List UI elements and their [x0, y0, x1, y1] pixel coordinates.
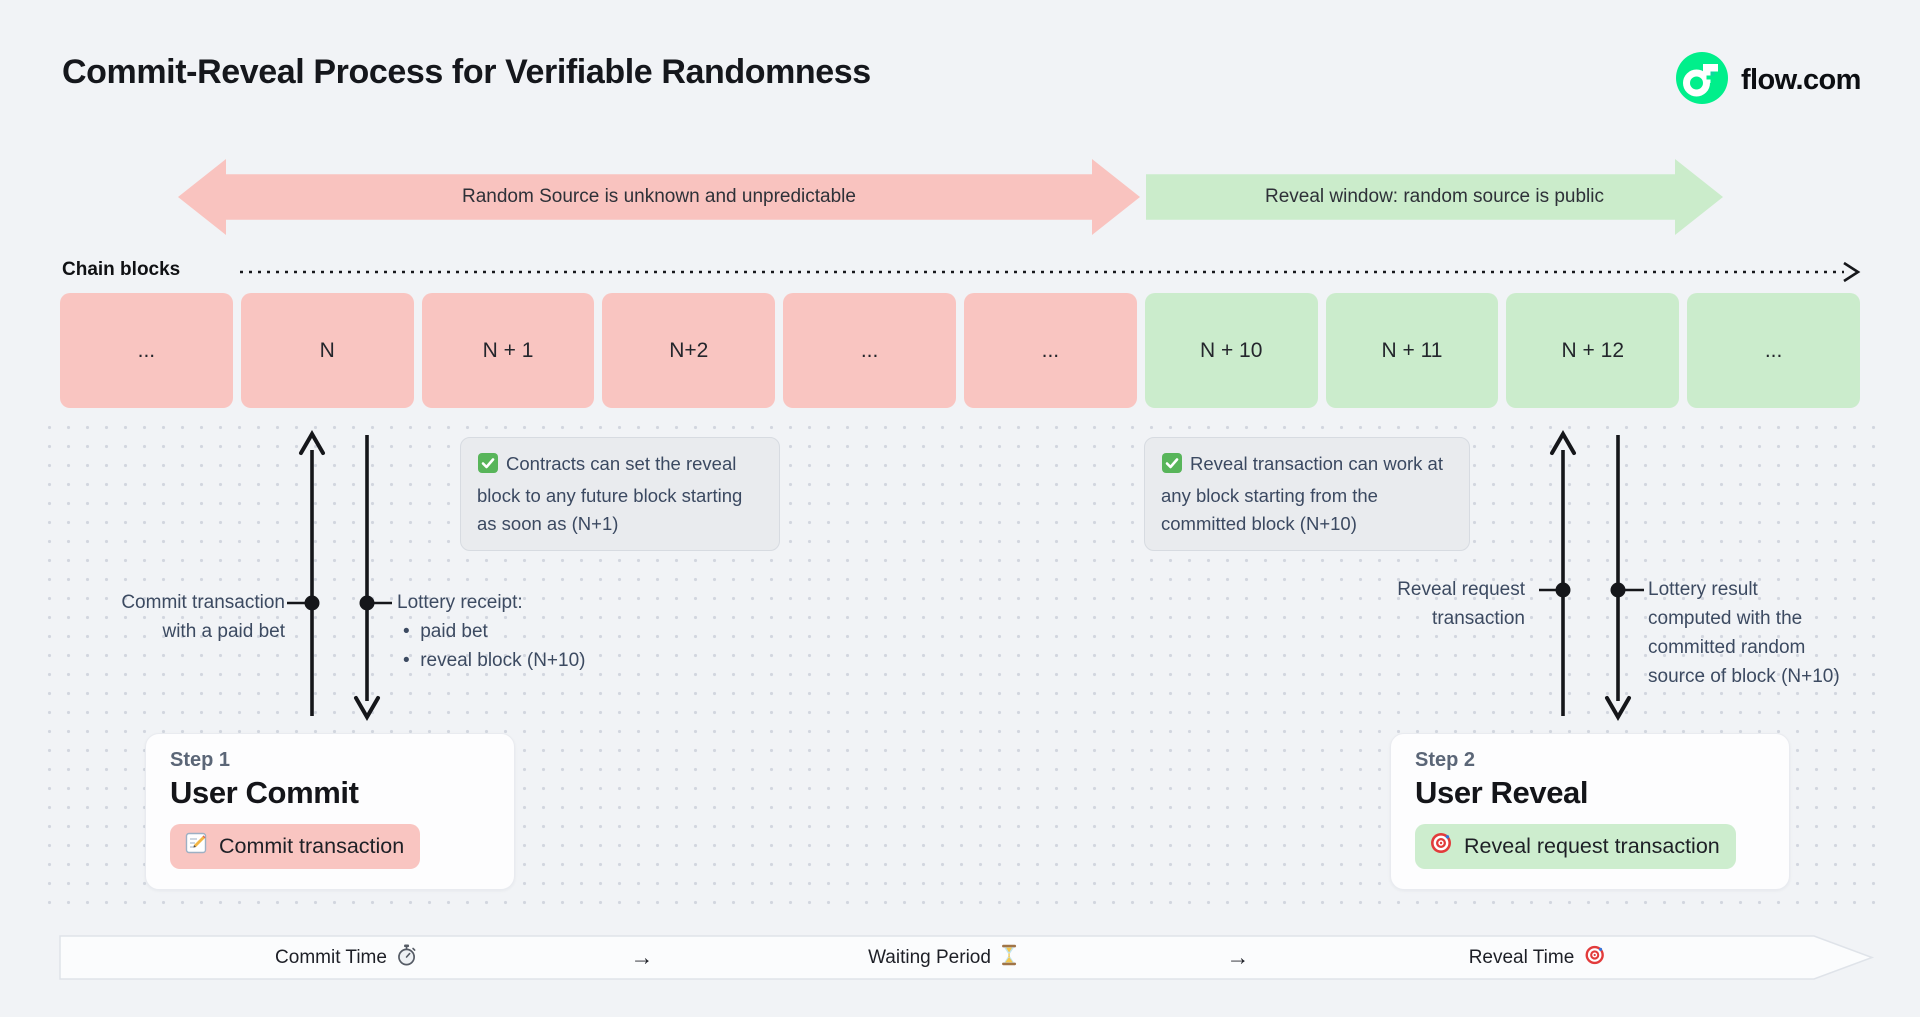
arrow-glyph: →: [1226, 944, 1250, 970]
chain-block-label: N + 11: [1381, 338, 1443, 362]
chain-block: N: [240, 293, 414, 408]
chain-block-label: ...: [1041, 338, 1060, 362]
chain-block-label: N+2: [669, 338, 709, 362]
annotation-line: committed random: [1648, 637, 1806, 658]
chain-blocks-row: ... N N + 1 N+2 ... ... N + 10 N + 11 N …: [60, 293, 1860, 408]
annotation-bullet: paid bet: [397, 617, 586, 646]
chain-block-label: N: [319, 338, 335, 362]
reveal-request-badge: Reveal request transaction: [1415, 824, 1736, 869]
annotation-bullet: reveal block (N+10): [397, 646, 586, 675]
annotation-lottery-receipt: Lottery receipt: paid bet reveal block (…: [397, 588, 586, 675]
note-text: Reveal transaction can work at any block…: [1161, 453, 1443, 534]
reveal-up-arrowhead-icon: [1550, 430, 1576, 455]
chain-block: N + 12: [1506, 293, 1680, 408]
phase-arrow-reveal-label: Reveal window: random source is public: [1265, 186, 1604, 207]
note-card-reveal: Reveal transaction can work at any block…: [1144, 437, 1470, 551]
chain-block-label: N + 1: [482, 338, 534, 362]
page-title: Commit-Reveal Process for Verifiable Ran…: [62, 53, 871, 91]
timeline-bar: [59, 935, 1875, 980]
chain-block: ...: [964, 293, 1137, 408]
flow-brand-link[interactable]: flow.com: [1676, 52, 1861, 109]
timeline-arrow-separator: →: [631, 944, 654, 971]
stopwatch-icon: [396, 944, 417, 972]
timeline-label: Waiting Period: [868, 947, 991, 968]
step-card-user-commit: Step 1 User Commit Commit transaction: [145, 733, 515, 890]
chain-block: ...: [783, 293, 956, 408]
timeline-label: Commit Time: [275, 947, 387, 968]
chain-block: ...: [60, 293, 233, 408]
annotation-lottery-result: Lottery result computed with the committ…: [1648, 575, 1910, 691]
step-label: Step 2: [1415, 749, 1476, 771]
step-title: User Reveal: [1415, 775, 1589, 810]
phase-arrow-commit-label: Random Source is unknown and unpredictab…: [462, 186, 856, 207]
receipt-connector-dot: [359, 595, 375, 611]
check-icon: [1161, 452, 1183, 482]
chain-block: N+2: [602, 293, 776, 408]
receipt-down-arrowhead-icon: [354, 696, 380, 721]
commit-transaction-badge: Commit transaction: [170, 824, 421, 869]
annotation-reveal-request: Reveal request transaction: [1313, 575, 1525, 633]
chain-block-label: ...: [1764, 338, 1783, 362]
annotation-bullet-text: paid bet: [420, 621, 488, 642]
result-down-arrowhead-icon: [1605, 696, 1631, 721]
chain-block-label: ...: [860, 338, 879, 362]
step-card-user-reveal: Step 2 User Reveal Reveal request transa…: [1390, 733, 1790, 890]
step-title: User Commit: [170, 775, 359, 810]
commit-up-arrowhead-icon: [299, 430, 325, 455]
step-badge-label: Commit transaction: [219, 833, 405, 858]
chain-block: ...: [1687, 293, 1860, 408]
annotation-commit-transaction: Commit transaction with a paid bet: [80, 588, 285, 646]
hourglass-icon: [1000, 944, 1018, 972]
timeline-item-reveal-time: Reveal Time: [1469, 944, 1606, 972]
check-icon: [477, 452, 499, 482]
result-connector-dot: [1610, 582, 1626, 598]
chain-blocks-label: Chain blocks: [62, 259, 181, 280]
annotation-line: source of block (N+10): [1648, 666, 1840, 687]
reveal-connector-dot: [1555, 582, 1571, 598]
brand-name: flow.com: [1741, 64, 1861, 96]
target-icon: [1583, 944, 1605, 972]
chain-axis-arrowhead-icon: [1843, 261, 1861, 283]
step-badge-label: Reveal request transaction: [1464, 833, 1720, 858]
timeline-arrow-separator: →: [1227, 944, 1250, 971]
note-text: Contracts can set the reveal block to an…: [477, 453, 743, 534]
timeline-item-commit-time: Commit Time: [275, 944, 417, 972]
chain-block-label: ...: [137, 338, 156, 362]
annotation-line: Reveal request: [1397, 579, 1525, 600]
chain-block-label: N + 12: [1561, 338, 1625, 362]
arrow-glyph: →: [630, 944, 654, 970]
chain-block: N + 1: [421, 293, 595, 408]
chain-block: N + 10: [1144, 293, 1318, 408]
annotation-title: Lottery receipt:: [397, 592, 523, 613]
annotation-line: Lottery result: [1648, 579, 1758, 600]
commit-connector-dot: [304, 595, 320, 611]
chain-block: N + 11: [1325, 293, 1499, 408]
annotation-line: Commit transaction: [121, 592, 285, 613]
memo-icon: [184, 831, 208, 861]
annotation-bullet-text: reveal block (N+10): [420, 650, 586, 671]
step-label: Step 1: [170, 749, 231, 771]
annotation-line: with a paid bet: [162, 621, 285, 642]
timeline-label: Reveal Time: [1468, 947, 1575, 968]
target-icon: [1429, 831, 1453, 861]
flow-logo-icon: [1676, 52, 1728, 109]
note-card-commit: Contracts can set the reveal block to an…: [460, 437, 780, 551]
annotation-line: transaction: [1432, 608, 1525, 629]
timeline-item-waiting-period: Waiting Period: [868, 944, 1018, 972]
chain-block-label: N + 10: [1199, 338, 1263, 362]
annotation-line: computed with the: [1648, 608, 1803, 629]
